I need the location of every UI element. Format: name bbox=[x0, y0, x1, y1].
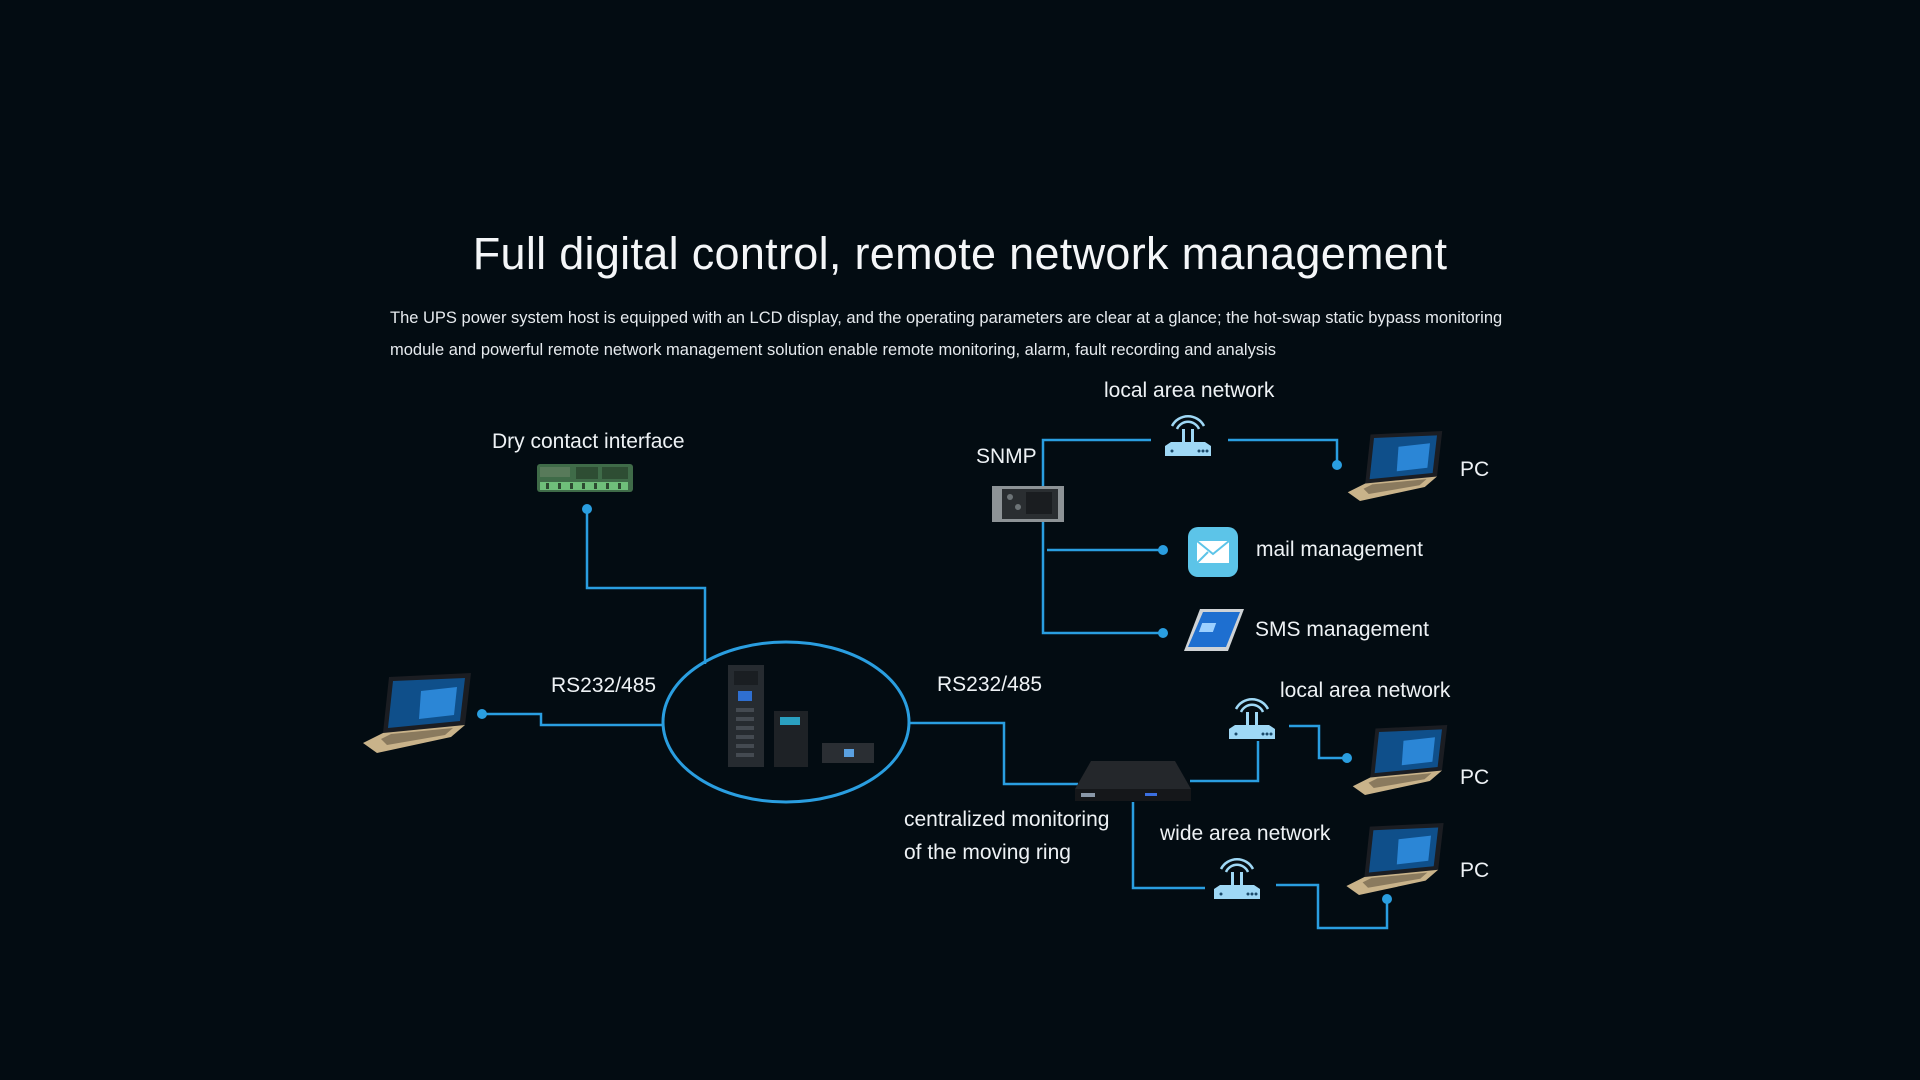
description-line-1: The UPS power system host is equipped wi… bbox=[390, 309, 1503, 327]
snmp-card-icon bbox=[992, 486, 1064, 522]
monitoring-label-line-1: centralized monitoring bbox=[904, 808, 1110, 831]
description-line-2: module and powerful remote network manag… bbox=[390, 341, 1276, 359]
line-snmp-lan bbox=[1041, 438, 1163, 635]
ups-cabinets-icon bbox=[728, 665, 874, 767]
dot-dry-contact bbox=[582, 504, 592, 514]
sms-management-label: SMS management bbox=[1255, 618, 1429, 641]
dot-mail bbox=[1158, 545, 1168, 555]
monitoring-lan-pc-label: PC bbox=[1460, 766, 1490, 789]
page-title: Full digital control, remote network man… bbox=[472, 228, 1448, 279]
dot-lan-pc bbox=[1342, 753, 1352, 763]
line-hub-lan bbox=[1190, 741, 1260, 783]
router-icon bbox=[1229, 698, 1275, 739]
router-icon bbox=[1165, 415, 1211, 456]
line-lan-pc bbox=[1289, 724, 1347, 760]
router-icon bbox=[1214, 858, 1260, 899]
page-description: The UPS power system host is equipped wi… bbox=[390, 302, 1570, 366]
line-dry-contact bbox=[585, 509, 707, 664]
line-to-monitoring-host bbox=[909, 721, 1078, 786]
monitoring-label-line-2: of the moving ring bbox=[904, 841, 1071, 864]
monitoring-wan-pc-label: PC bbox=[1460, 859, 1490, 882]
dot-wan-pc bbox=[1382, 894, 1392, 904]
dot-snmp-pc bbox=[1332, 460, 1342, 470]
snmp-lan-label: local area network bbox=[1104, 379, 1275, 402]
laptop-icon bbox=[1346, 823, 1444, 895]
dot-left-laptop bbox=[477, 709, 487, 719]
line-hub-wan bbox=[1131, 802, 1205, 890]
dot-sms bbox=[1158, 628, 1168, 638]
line-lan-pc-top bbox=[1228, 438, 1339, 465]
mail-icon bbox=[1188, 527, 1238, 577]
monitoring-host-icon bbox=[1075, 761, 1191, 801]
phone-sms-icon bbox=[1184, 609, 1244, 651]
line-wan-pc bbox=[1276, 883, 1389, 930]
monitoring-wan-label: wide area network bbox=[1160, 822, 1331, 845]
line-left-laptop bbox=[482, 712, 664, 727]
circuit-board-icon bbox=[537, 464, 633, 492]
laptop-icon bbox=[1352, 725, 1448, 795]
laptop-icon bbox=[1347, 431, 1443, 501]
mail-management-label: mail management bbox=[1256, 538, 1423, 561]
snmp-label: SNMP bbox=[976, 445, 1037, 468]
snmp-pc-label: PC bbox=[1460, 458, 1490, 481]
dry-contact-label: Dry contact interface bbox=[492, 430, 685, 453]
laptop-icon bbox=[363, 673, 471, 753]
monitoring-lan-label: local area network bbox=[1280, 679, 1451, 702]
rs232-right-label: RS232/485 bbox=[937, 673, 1043, 696]
rs232-left-label: RS232/485 bbox=[551, 674, 657, 697]
